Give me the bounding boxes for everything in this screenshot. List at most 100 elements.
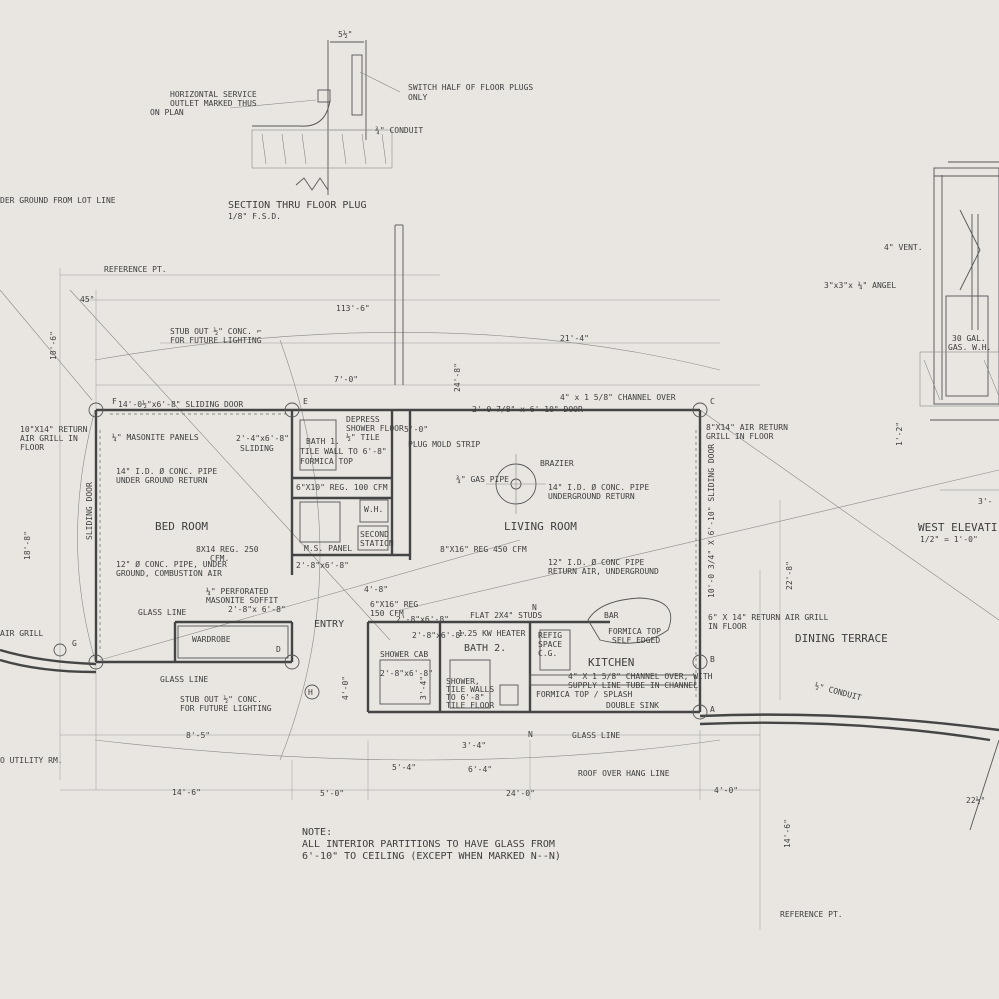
grid-mark-d: D <box>276 645 281 654</box>
return-grill-2: AIR GRILL IN <box>20 434 78 443</box>
west-elevation: 4" VENT. 3"x3"x ¼" ANGEL 30 GAL. GAS. W.… <box>824 161 999 544</box>
return-grill-floor-2: IN FLOOR <box>708 622 747 631</box>
pipe-combustion-2: GROUND, COMBUSTION AIR <box>116 569 222 578</box>
underground-note: DER GROUND FROM LOT LINE <box>0 196 116 205</box>
flat-studs: FLAT 2X4" STUDS <box>470 611 542 620</box>
stub-bottom-2: FOR FUTURE LIGHTING <box>180 704 272 713</box>
note-heading: NOTE: <box>302 827 332 838</box>
utility-room-label: O UTILITY RM. <box>0 756 63 765</box>
reference-point-right: REFERENCE PT. <box>780 910 843 919</box>
note-line-2: 6'-10" TO CEILING (EXCEPT WHEN MARKED N-… <box>302 851 561 862</box>
general-note: NOTE: ALL INTERIOR PARTITIONS TO HAVE GL… <box>302 827 561 862</box>
outlet-note-3: ON PLAN <box>150 108 184 117</box>
refrig-1: REFIG <box>538 631 562 640</box>
perforated-1: ¼" PERFORATED <box>206 587 269 596</box>
air-grill-label: AIR GRILL <box>0 629 44 638</box>
ms-panel: M.S. PANEL <box>304 544 352 553</box>
dining-terrace-label: DINING TERRACE <box>795 632 888 645</box>
perforated-2: MASONITE SOFFIT <box>206 596 278 605</box>
grid-markers: E F C G H B A D <box>72 397 715 714</box>
reg-250-cfm: CFM. <box>210 554 229 563</box>
depressed-1: DEPRESS <box>346 415 380 424</box>
glass-line-2: GLASS LINE <box>160 675 208 684</box>
dim-113-6: 113'-6" <box>336 304 370 313</box>
kitchen-channel-1: 4" X 1 5/8" CHANNEL OVER, WITH <box>568 672 713 681</box>
brazier-label: BRAZIER <box>540 459 574 468</box>
bath-2-door-b: 2'-8"x6'-8" <box>380 669 433 678</box>
grid-mark-g: G <box>72 639 77 648</box>
living-room-label: LIVING ROOM <box>504 520 577 533</box>
pipe-return-1: 12" I.D. Ø CONC PIPE <box>548 557 645 567</box>
pipe-return-2: RETURN AIR, UNDERGROUND <box>548 567 659 576</box>
entry-label: ENTRY <box>314 619 344 630</box>
reg-250: 8X14 REG. 250 <box>196 545 259 554</box>
switch-note-1: SWITCH HALF OF FLOOR PLUGS <box>408 83 533 92</box>
air-return-1: 8"X14" AIR RETURN <box>706 423 788 432</box>
formica-splash: FORMICA TOP / SPLASH <box>536 690 633 699</box>
floor-plug-section: 5½" HORIZONTAL SERVICE OUTLET MARKED THU… <box>150 29 533 221</box>
grid-mark-b: B <box>710 655 715 664</box>
dim-14-6-v: 14'-6" <box>783 819 792 848</box>
sliding-living: 10'-0 3/4" X 6'-10" SLIDING DOOR <box>707 444 716 598</box>
floor-plan <box>0 402 999 831</box>
n-mark-bottom: N <box>528 730 533 739</box>
entry-door: 2'-8"x6'-8" <box>396 615 449 624</box>
grid-mark-c: C <box>710 397 715 406</box>
kitchen-channel-2: SUPPLY LINE TUBE IN CHANNEL <box>568 681 698 690</box>
dim-4-0-v: 4'-0" <box>341 676 350 700</box>
air-return-2: GRILL IN FLOOR <box>706 432 774 441</box>
dim-7-0: 7'-0" <box>334 375 358 384</box>
reg-150-1: 6"X16" REG <box>370 600 418 609</box>
dim-22-5-deg: 22½° <box>966 795 985 805</box>
bath-1-label: BATH 1. <box>306 437 340 446</box>
roof-overhang: ROOF OVER HANG LINE <box>578 769 670 778</box>
water-heater: W.H. <box>364 505 383 514</box>
dim-6-4: 6'-4" <box>468 765 492 774</box>
bed-room-label: BED ROOM <box>155 520 208 533</box>
depressed-2: SHOWER FLOOR <box>346 424 404 433</box>
bath-sliding-dim: 2'-4"x6'-8" <box>236 434 289 443</box>
grid-mark-a: A <box>710 705 715 714</box>
return-grill-3: FLOOR <box>20 443 44 452</box>
refrig-2: SPACE <box>538 640 562 649</box>
elevation-scale: 1/2" = 1'-0" <box>920 535 978 544</box>
second-station-2: STATION <box>360 539 394 548</box>
channel-over: 4" x 1 5/8" CHANNEL OVER <box>560 393 676 402</box>
glass-line-3: GLASS LINE <box>572 731 620 740</box>
left-notes: DER GROUND FROM LOT LINE REFERENCE PT. 1… <box>0 196 167 765</box>
sliding-door-side: SLIDING DOOR <box>85 482 94 540</box>
elevation-title: WEST ELEVATI <box>918 521 997 534</box>
elevation-angle: 3"x3"x ¼" ANGEL <box>824 281 896 290</box>
shower-cab: SHOWER CAB <box>380 650 428 659</box>
plug-section-scale: 1/8" F.S.D. <box>228 212 281 221</box>
dim-21-4: 21'-4" <box>560 334 589 343</box>
perforated-dim: 2'-8"x 6'-8" <box>228 605 286 614</box>
bath-2-label: BATH 2. <box>464 643 506 654</box>
shower-tile-3: TO 6'-8" <box>446 693 485 702</box>
reg-150-2: 150 CFM <box>370 609 404 618</box>
stub-top-1: STUB OUT ½" CONC. ⌐ <box>170 326 262 336</box>
stub-top-2: FOR FUTURE LIGHTING <box>170 336 262 345</box>
return-grill-floor-1: 6" X 14" RETURN AIR GRILL <box>708 613 829 622</box>
note-line-1: ALL INTERIOR PARTITIONS TO HAVE GLASS FR… <box>302 839 555 850</box>
bar-label: BAR <box>604 611 619 620</box>
dim-24-0: 24'-0" <box>506 789 535 798</box>
pipe-combustion-1: 12" Ø CONC. PIPE, UNDER <box>116 559 227 569</box>
wardrobe-label: WARDROBE <box>192 635 231 644</box>
shower-tile-1: SHOWER, <box>446 677 480 686</box>
grid-mark-e: E <box>303 397 308 406</box>
n-mark-top: N <box>532 603 537 612</box>
elevation-vent: 4" VENT. <box>884 243 923 252</box>
dim-14-6: 14'-6" <box>172 788 201 797</box>
dimensions: 113'-6" 21'-4" 7'-0" 24'-8" 5'-0" 18'-8"… <box>23 295 985 848</box>
second-station-1: SECOND <box>360 530 389 539</box>
reg-100: 6"X10" REG. 100 CFM <box>296 483 388 492</box>
plug-section-dim: 5½" <box>338 29 352 39</box>
elevation-tank-2: GAS. W.H. <box>948 343 991 352</box>
shower-tile-2: TILE WALLS <box>446 685 494 694</box>
dim-22-8: 22'-8" <box>785 561 794 590</box>
bar-top-1: FORMICA TOP <box>608 627 661 636</box>
dim-4-8: 4'-8" <box>364 585 388 594</box>
dim-45-deg: 45° <box>80 295 94 304</box>
